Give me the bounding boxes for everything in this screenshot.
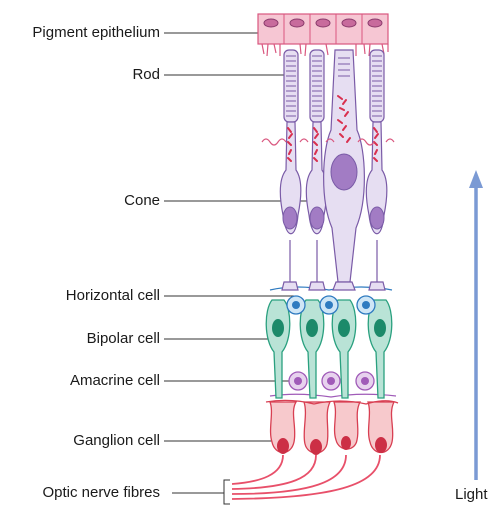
light-arrow (469, 170, 483, 480)
optic-nerve-fibres (232, 455, 380, 499)
optic-bracket (224, 480, 230, 504)
pigment-epithelium-layer (258, 14, 388, 56)
